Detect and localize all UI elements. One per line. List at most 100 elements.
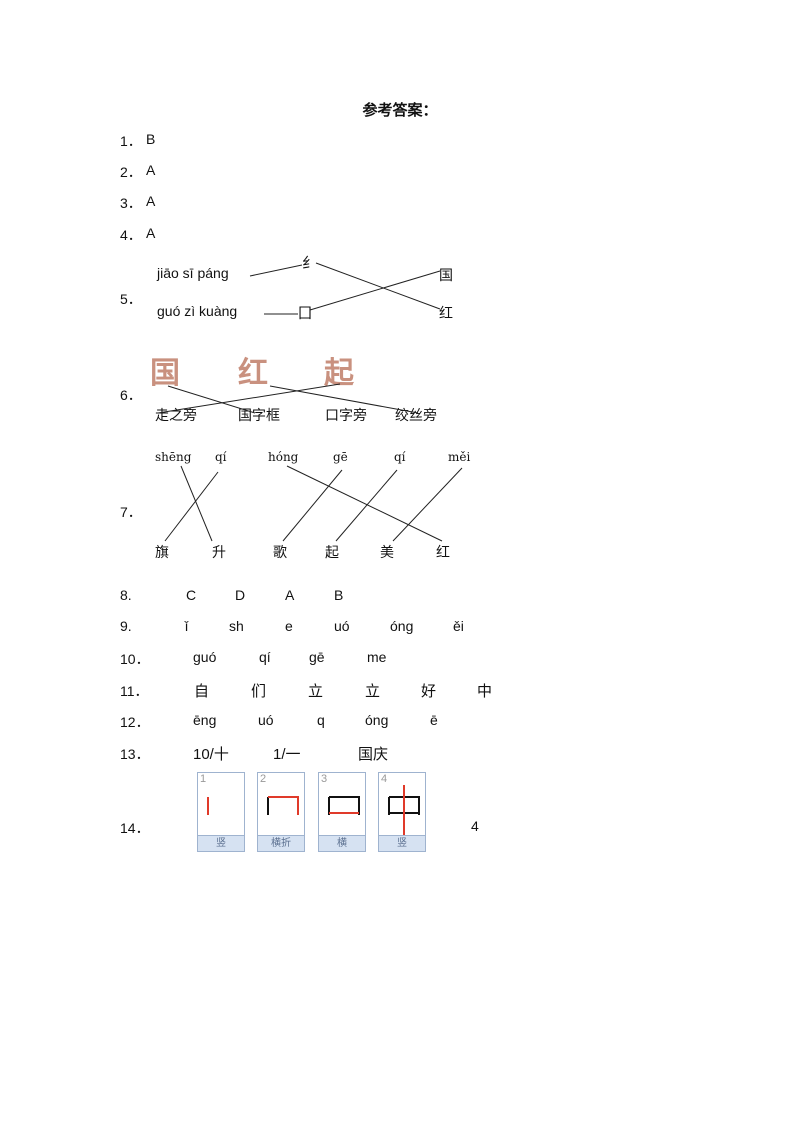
match-line xyxy=(164,471,219,542)
pinyin-label: hóng xyxy=(268,450,299,464)
pinyin-label: gē xyxy=(333,450,348,464)
stroke-number: 2 xyxy=(260,773,267,785)
character-label: 红 xyxy=(436,545,450,561)
question-number: 4． xyxy=(120,227,142,243)
answer: 立 xyxy=(308,682,324,700)
match-line xyxy=(167,385,256,414)
answer: guó xyxy=(193,649,217,665)
answer: ēng xyxy=(193,712,217,728)
radical-label: 囗 xyxy=(298,306,312,322)
radical-option: 口字旁 xyxy=(325,408,367,424)
answer: A xyxy=(285,587,295,603)
stroke-name: 横 xyxy=(319,835,365,851)
question-number: 1． xyxy=(120,133,142,149)
stroke-name: 横折 xyxy=(258,835,304,851)
question-number: 11． xyxy=(120,683,149,699)
large-character: 国 xyxy=(150,356,180,391)
question-number: 9. xyxy=(120,618,132,634)
question-number: 5． xyxy=(120,291,142,307)
question-number: 3． xyxy=(120,195,142,211)
pinyin-label: qí xyxy=(215,450,227,464)
character-label: 升 xyxy=(212,545,226,561)
match-line xyxy=(315,262,441,310)
answer: e xyxy=(285,618,293,634)
pinyin-label: jiāo sī páng xyxy=(157,265,229,281)
match-line xyxy=(249,264,303,277)
answer: 1/一 xyxy=(273,746,301,763)
answer: A xyxy=(146,162,156,178)
match-line xyxy=(180,465,213,542)
character-label: 国 xyxy=(439,268,453,284)
match-line xyxy=(286,465,443,542)
pinyin-label: měi xyxy=(448,450,471,464)
answer: B xyxy=(334,587,344,603)
answer: C xyxy=(186,587,197,603)
answer: sh xyxy=(229,618,244,634)
large-character: 起 xyxy=(324,356,354,391)
answer: 国庆 xyxy=(358,746,389,763)
answer: A xyxy=(146,193,156,209)
match-line xyxy=(309,270,441,311)
stroke-card: 1 竖 xyxy=(197,772,245,852)
answer: ěi xyxy=(453,618,464,634)
answer: óng xyxy=(365,712,389,728)
answer: A xyxy=(146,225,156,241)
match-line xyxy=(392,467,463,542)
large-character: 红 xyxy=(238,356,268,391)
page-title: 参考答案： xyxy=(362,101,438,119)
answer: ē xyxy=(430,712,438,728)
answer: uó xyxy=(334,618,350,634)
answer: qí xyxy=(259,649,271,665)
stroke-card: 2 横折 xyxy=(257,772,305,852)
stroke-number: 1 xyxy=(200,773,207,785)
stroke-card: 4 竖 xyxy=(378,772,426,852)
question-number: 14． xyxy=(120,820,150,836)
answer: 立 xyxy=(365,682,381,700)
stroke-diagram xyxy=(207,797,209,815)
match-line xyxy=(335,469,398,542)
radical-option: 国字框 xyxy=(238,408,280,424)
pinyin-label: shēng xyxy=(155,450,192,464)
answer: D xyxy=(235,587,246,603)
character-label: 旗 xyxy=(155,545,169,561)
answer: 自 xyxy=(194,682,210,700)
answer: me xyxy=(367,649,387,665)
radical-label: 纟 xyxy=(302,254,318,272)
answer: uó xyxy=(258,712,274,728)
answer: 中 xyxy=(477,682,493,700)
answer: ǐ xyxy=(185,618,189,634)
answer: 10/十 xyxy=(193,746,229,763)
answer: B xyxy=(146,131,156,147)
stroke-diagram xyxy=(267,796,299,815)
character-label: 起 xyxy=(325,545,339,561)
answer: 们 xyxy=(251,682,267,700)
character-label: 美 xyxy=(380,545,394,561)
question-number: 7． xyxy=(120,504,142,520)
answer: gē xyxy=(309,649,325,665)
stroke-card: 3 横 xyxy=(318,772,366,852)
match-line xyxy=(269,385,419,414)
question-number: 10． xyxy=(120,651,150,667)
question-number: 12． xyxy=(120,714,150,730)
pinyin-label: qí xyxy=(394,450,406,464)
question-number: 8. xyxy=(120,587,132,603)
answer: óng xyxy=(390,618,414,634)
answer: 4 xyxy=(471,818,479,834)
match-line xyxy=(282,469,343,542)
question-number: 2． xyxy=(120,164,142,180)
character-label: 歌 xyxy=(273,545,287,561)
question-number: 6． xyxy=(120,387,142,403)
pinyin-label: guó zì kuàng xyxy=(157,303,238,319)
character-label: 红 xyxy=(439,306,453,322)
stroke-diagram xyxy=(328,796,360,815)
radical-option: 绞丝旁 xyxy=(395,408,437,424)
match-line xyxy=(157,383,341,414)
question-number: 13． xyxy=(120,746,150,762)
answer: 好 xyxy=(421,682,437,700)
stroke-diagram xyxy=(388,785,420,835)
answer: q xyxy=(317,712,325,728)
stroke-name: 竖 xyxy=(198,835,244,851)
stroke-number: 3 xyxy=(321,773,328,785)
stroke-number: 4 xyxy=(381,773,388,785)
